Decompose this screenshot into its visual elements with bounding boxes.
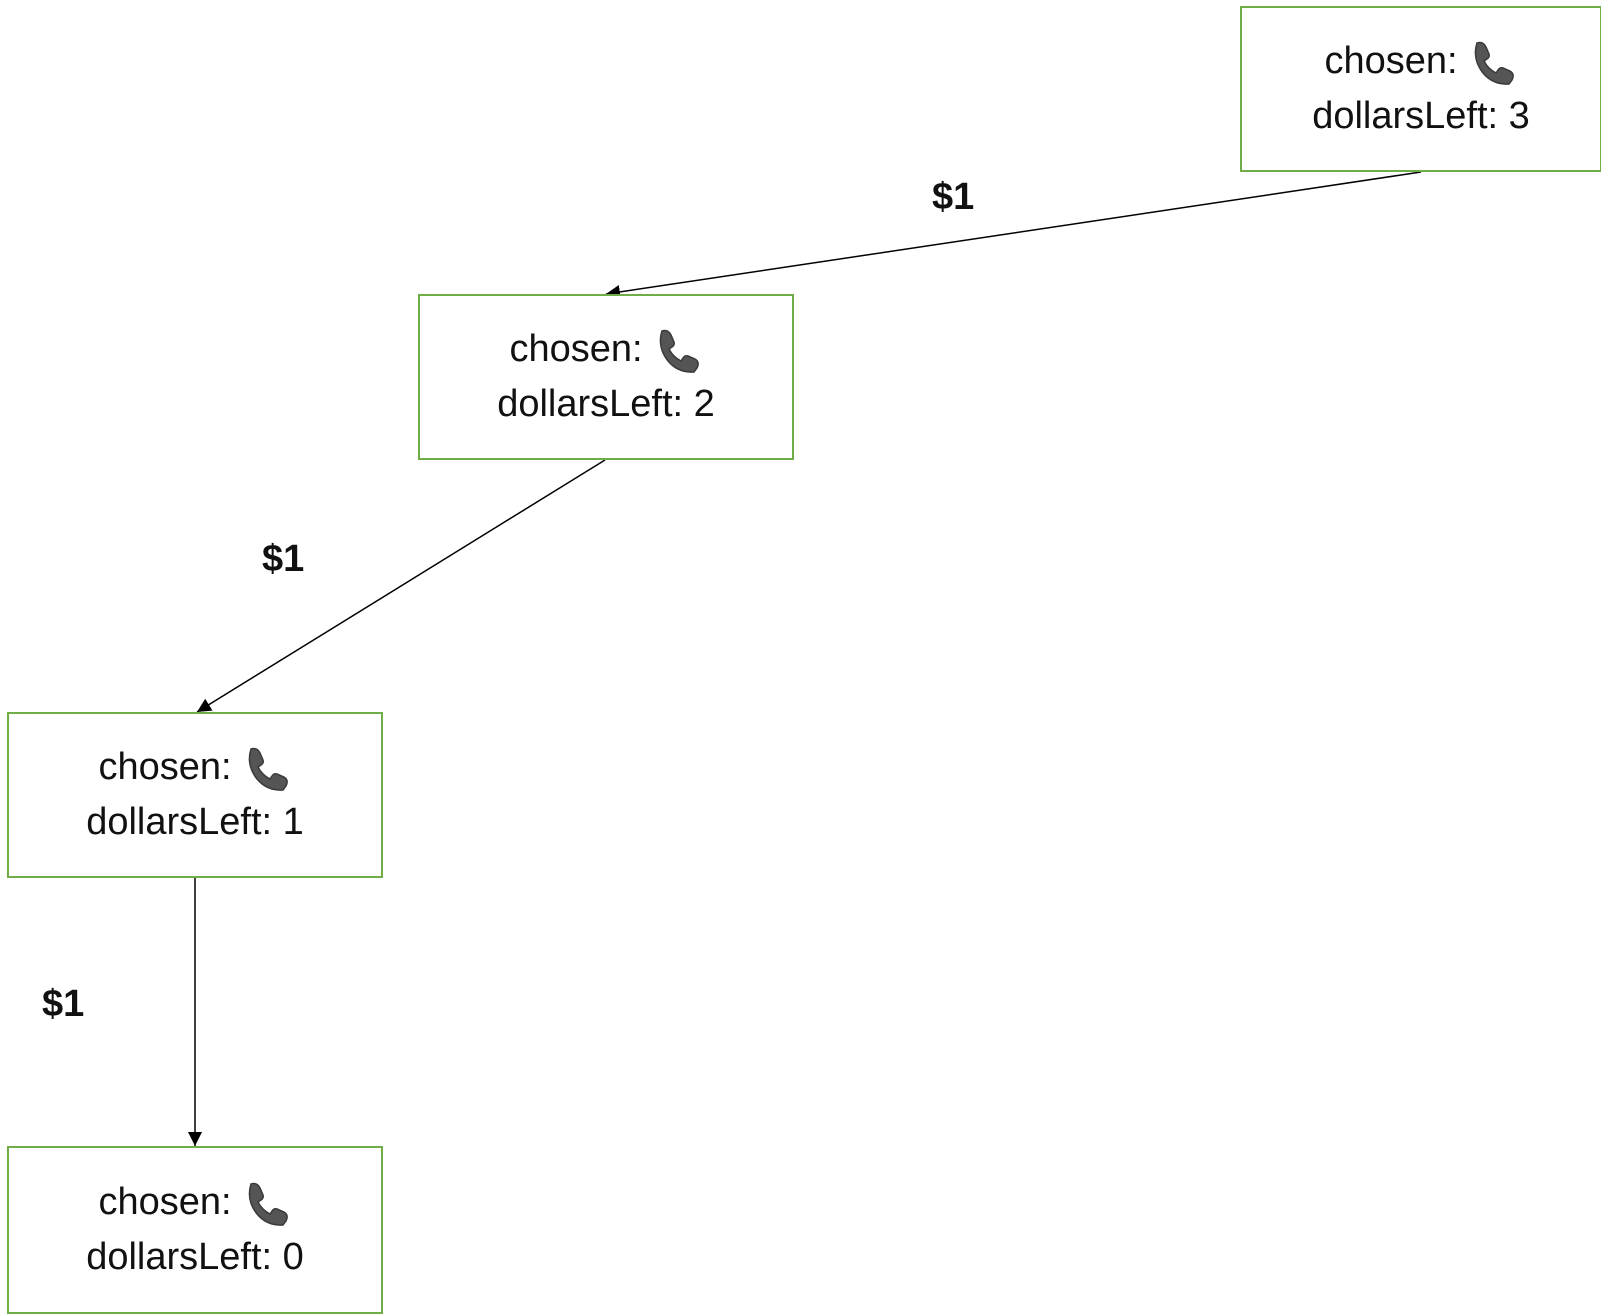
dollars-left-text: dollarsLeft: 2 <box>497 383 715 425</box>
chosen-label: chosen: <box>98 1181 232 1223</box>
telephone-receiver-icon <box>242 743 292 793</box>
chosen-label: chosen: <box>509 328 643 370</box>
state-node: chosen: dollarsLeft: 1 <box>7 712 383 878</box>
edge-label: $1 <box>42 983 85 1025</box>
dollars-left-text: dollarsLeft: 1 <box>86 801 304 843</box>
state-node: chosen: dollarsLeft: 0 <box>7 1146 383 1314</box>
dollars-left-text: dollarsLeft: 3 <box>1312 95 1530 137</box>
edge-arrow <box>196 459 606 713</box>
edge-label: $1 <box>932 176 975 218</box>
edge-label: $1 <box>262 538 305 580</box>
telephone-receiver-icon <box>653 325 703 375</box>
telephone-receiver-icon <box>1468 37 1518 87</box>
state-node: chosen: dollarsLeft: 2 <box>418 294 794 460</box>
dollars-left-text: dollarsLeft: 0 <box>86 1236 304 1278</box>
telephone-receiver-icon <box>242 1178 292 1228</box>
chosen-label: chosen: <box>98 746 232 788</box>
edge-arrow <box>605 171 1422 299</box>
state-node: chosen: dollarsLeft: 3 <box>1240 6 1601 172</box>
chosen-label: chosen: <box>1324 40 1458 82</box>
